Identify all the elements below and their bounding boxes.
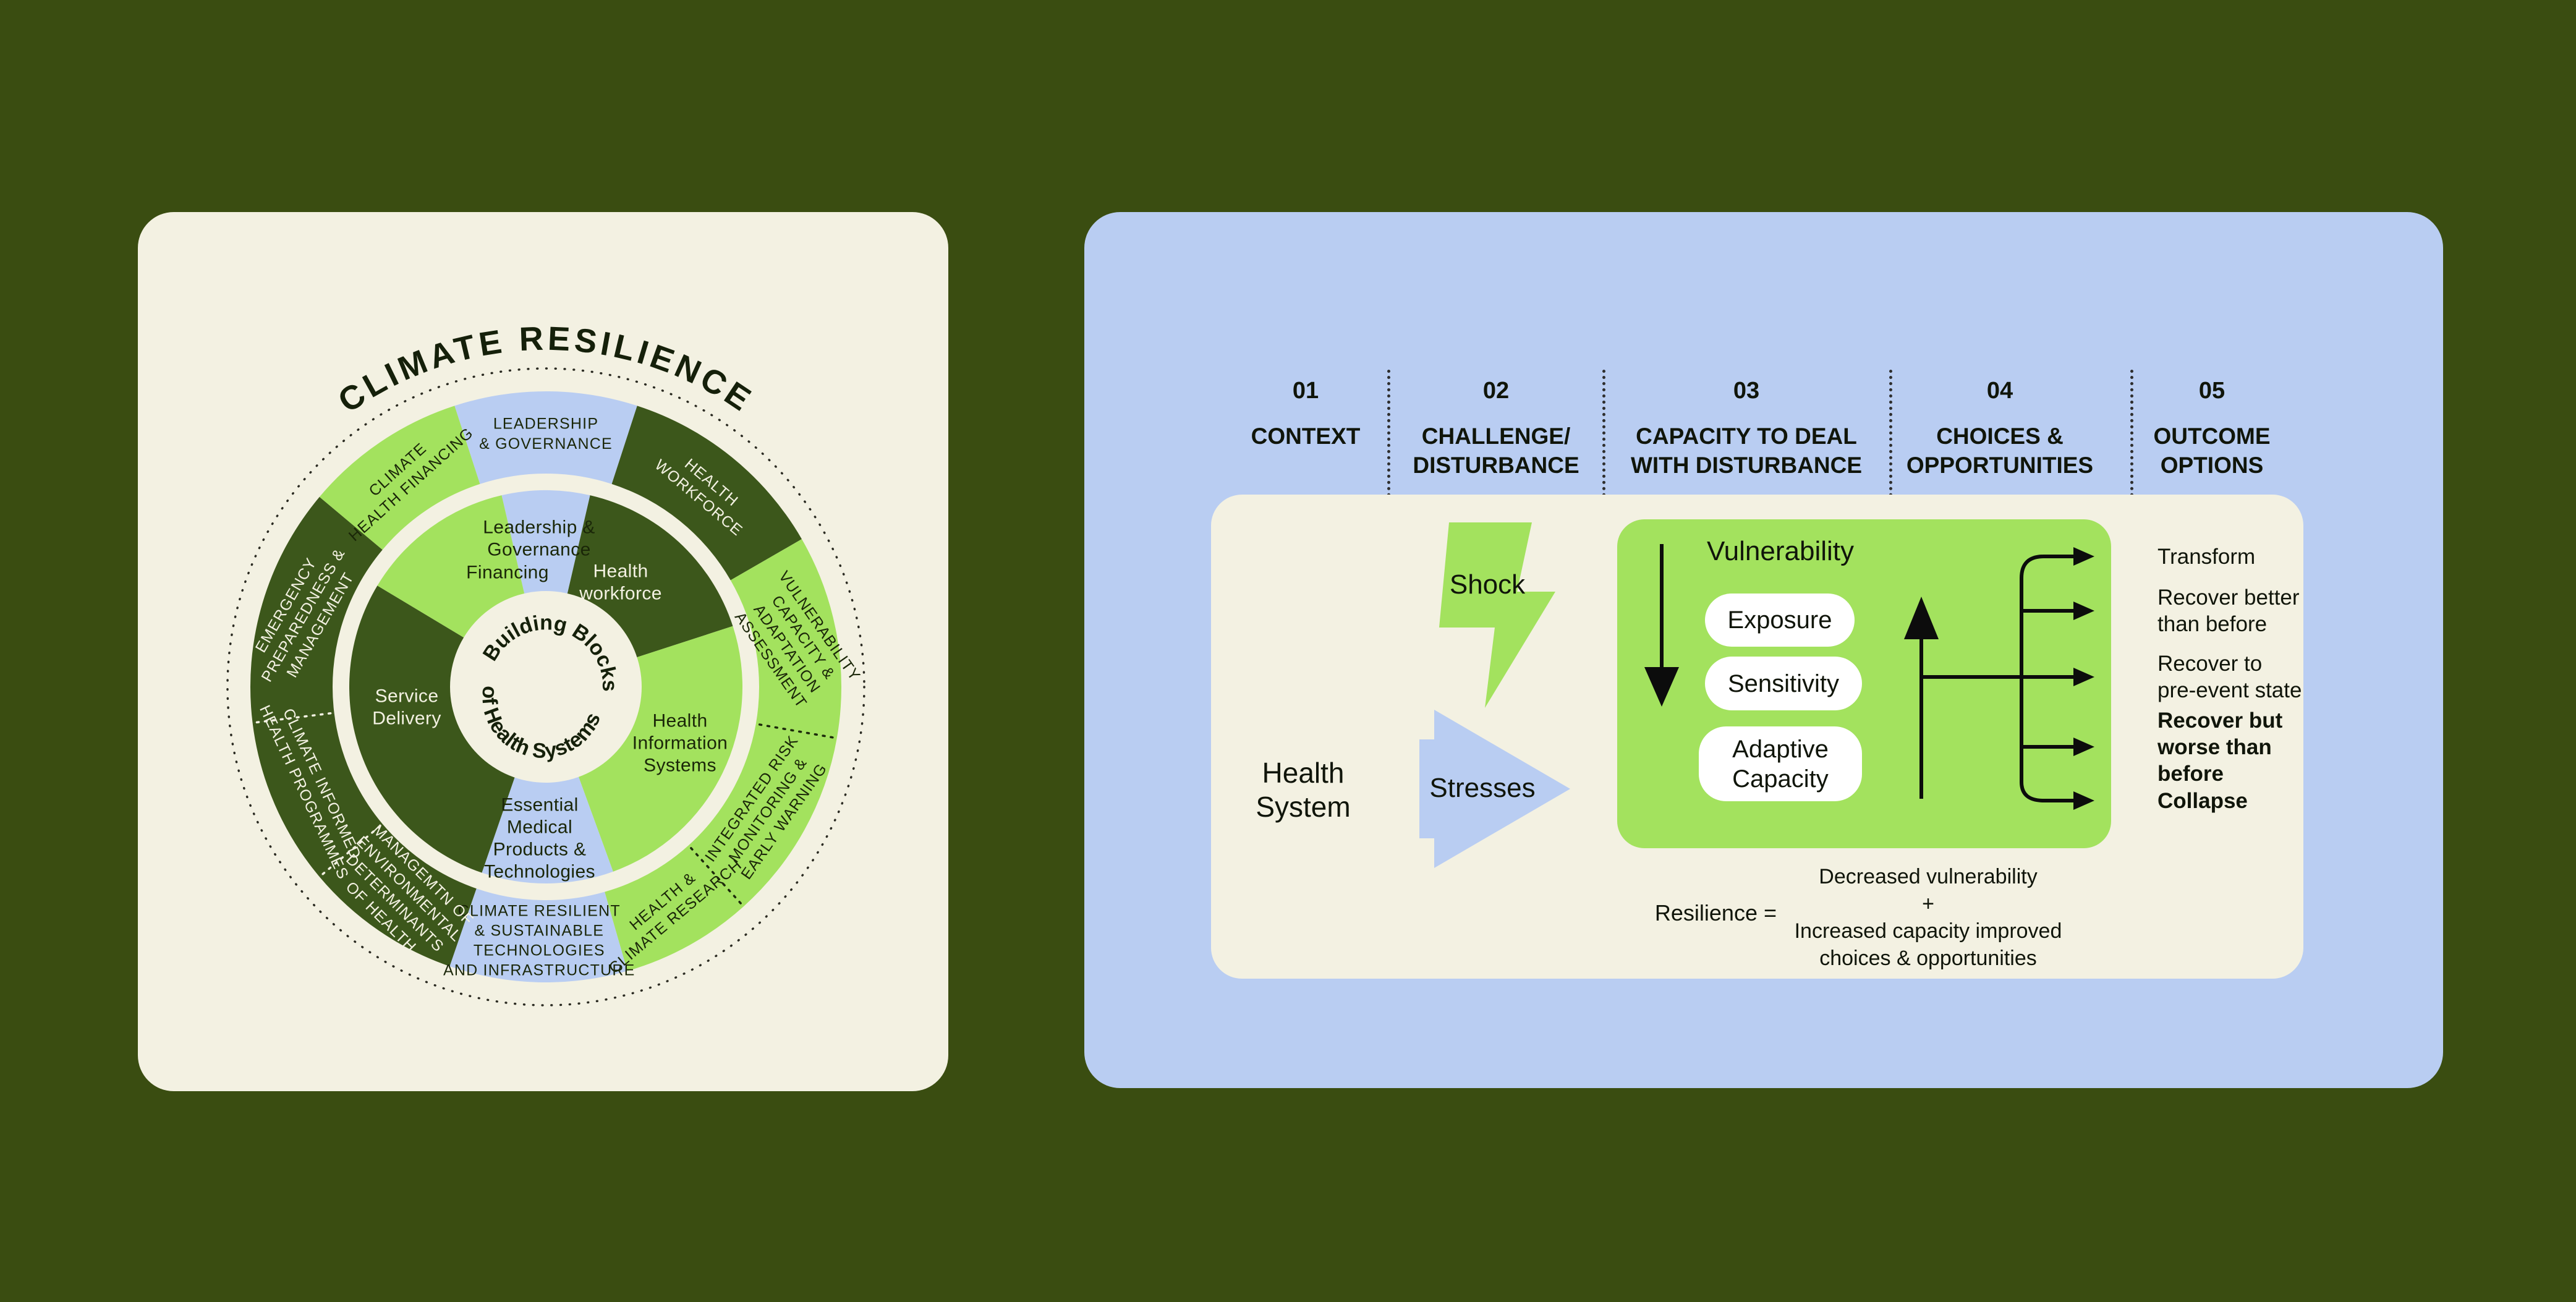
column-header-challenge: 02 CHALLENGE/ DISTURBANCE (1413, 378, 1579, 480)
column-number: 04 (1986, 378, 2013, 404)
ring-segment-climate-resilient-sustainable-technologies (449, 888, 627, 982)
outcome-collapse: Collapse (2157, 789, 2248, 813)
column-number: 01 (1292, 378, 1319, 404)
ring-label-leadership-governance: LEADERSHIP& GOVERNANCE (479, 415, 613, 453)
adaptive-capacity-pill: Adaptive Capacity (1699, 726, 1862, 801)
column-label: CAPACITY TO DEAL WITH DISTURBANCE (1630, 423, 1863, 478)
outcome-recover-better: Recover better than before (2157, 585, 2300, 636)
column-label: CONTEXT (1251, 423, 1361, 449)
inner-label-financing: Financing (466, 563, 549, 583)
resilience-equation-lhs: Resilience = (1654, 900, 1777, 925)
ring-segment-management-environmental-determinants (319, 823, 477, 966)
sensitivity-pill: Sensitivity (1705, 657, 1862, 710)
column-label: CHOICES & OPPORTUNITIES (1906, 423, 2094, 478)
ring-segment-climate-informed-health-programmes (252, 713, 383, 877)
resilience-equation-rhs: Decreased vulnerability + Increased capa… (1794, 865, 2062, 970)
column-label: OUTCOME OPTIONS (2153, 423, 2271, 478)
stresses-label: Stresses (1429, 773, 1536, 803)
shock-label: Shock (1449, 569, 1526, 600)
climate-resilience-wheel-card: CLIMATE RESILIENCE Building Blocks of He… (138, 212, 948, 1091)
inner-segment-essential-medical-products-technologies (482, 687, 613, 883)
ring-segment-vulnerability-capacity-adaptation-assessment (730, 539, 841, 739)
ring-segment-climate-health-financing (319, 406, 480, 550)
ring-segment-health-workforce (611, 406, 802, 581)
wheel-segments (250, 391, 841, 982)
column-header-capacity: 03 CAPACITY TO DEAL WITH DISTURBANCE (1631, 378, 1862, 480)
dotted-boundary-circle (226, 367, 865, 1006)
ring-segment-emergency-preparedness-management (250, 496, 383, 723)
ring-segment-health-climate-research (605, 845, 744, 971)
outcome-transform: Transform (2157, 545, 2256, 569)
health-system-label: Health System (1256, 757, 1351, 823)
column-header-choices: 04 CHOICES & OPPORTUNITIES (1906, 378, 2093, 480)
ring-segment-leadership-governance (454, 391, 637, 484)
column-number: 05 (2198, 378, 2225, 404)
ring-segment-integrated-risk-monitoring-early-warning (688, 723, 837, 907)
column-header-context: 01 CONTEXT (1251, 378, 1361, 451)
column-number: 02 (1482, 378, 1510, 404)
wheel-diagram: CLIMATE RESILIENCE Building Blocks of He… (226, 320, 865, 1006)
resilience-flow-card: 01 CONTEXT 02 CHALLENGE/ DISTURBANCE 03 … (1084, 212, 2443, 1088)
outcome-recover-pre-event: Recover to pre-event state (2157, 652, 2302, 702)
column-header-outcome: 05 OUTCOME OPTIONS (2153, 378, 2270, 480)
column-number: 03 (1733, 378, 1760, 404)
inner-segment-leadership-governance (501, 490, 590, 687)
inner-label-leadership-governance: Leadership &Governance (483, 517, 595, 560)
wheel-hub-circle (450, 591, 642, 783)
exposure-pill: Exposure (1705, 594, 1855, 647)
vulnerability-title: Vulnerability (1706, 536, 1855, 566)
vulnerability-box (1617, 519, 2111, 848)
outcome-recover-worse: Recover but worse than before (2157, 708, 2283, 786)
column-label: CHALLENGE/ DISTURBANCE (1413, 423, 1579, 478)
